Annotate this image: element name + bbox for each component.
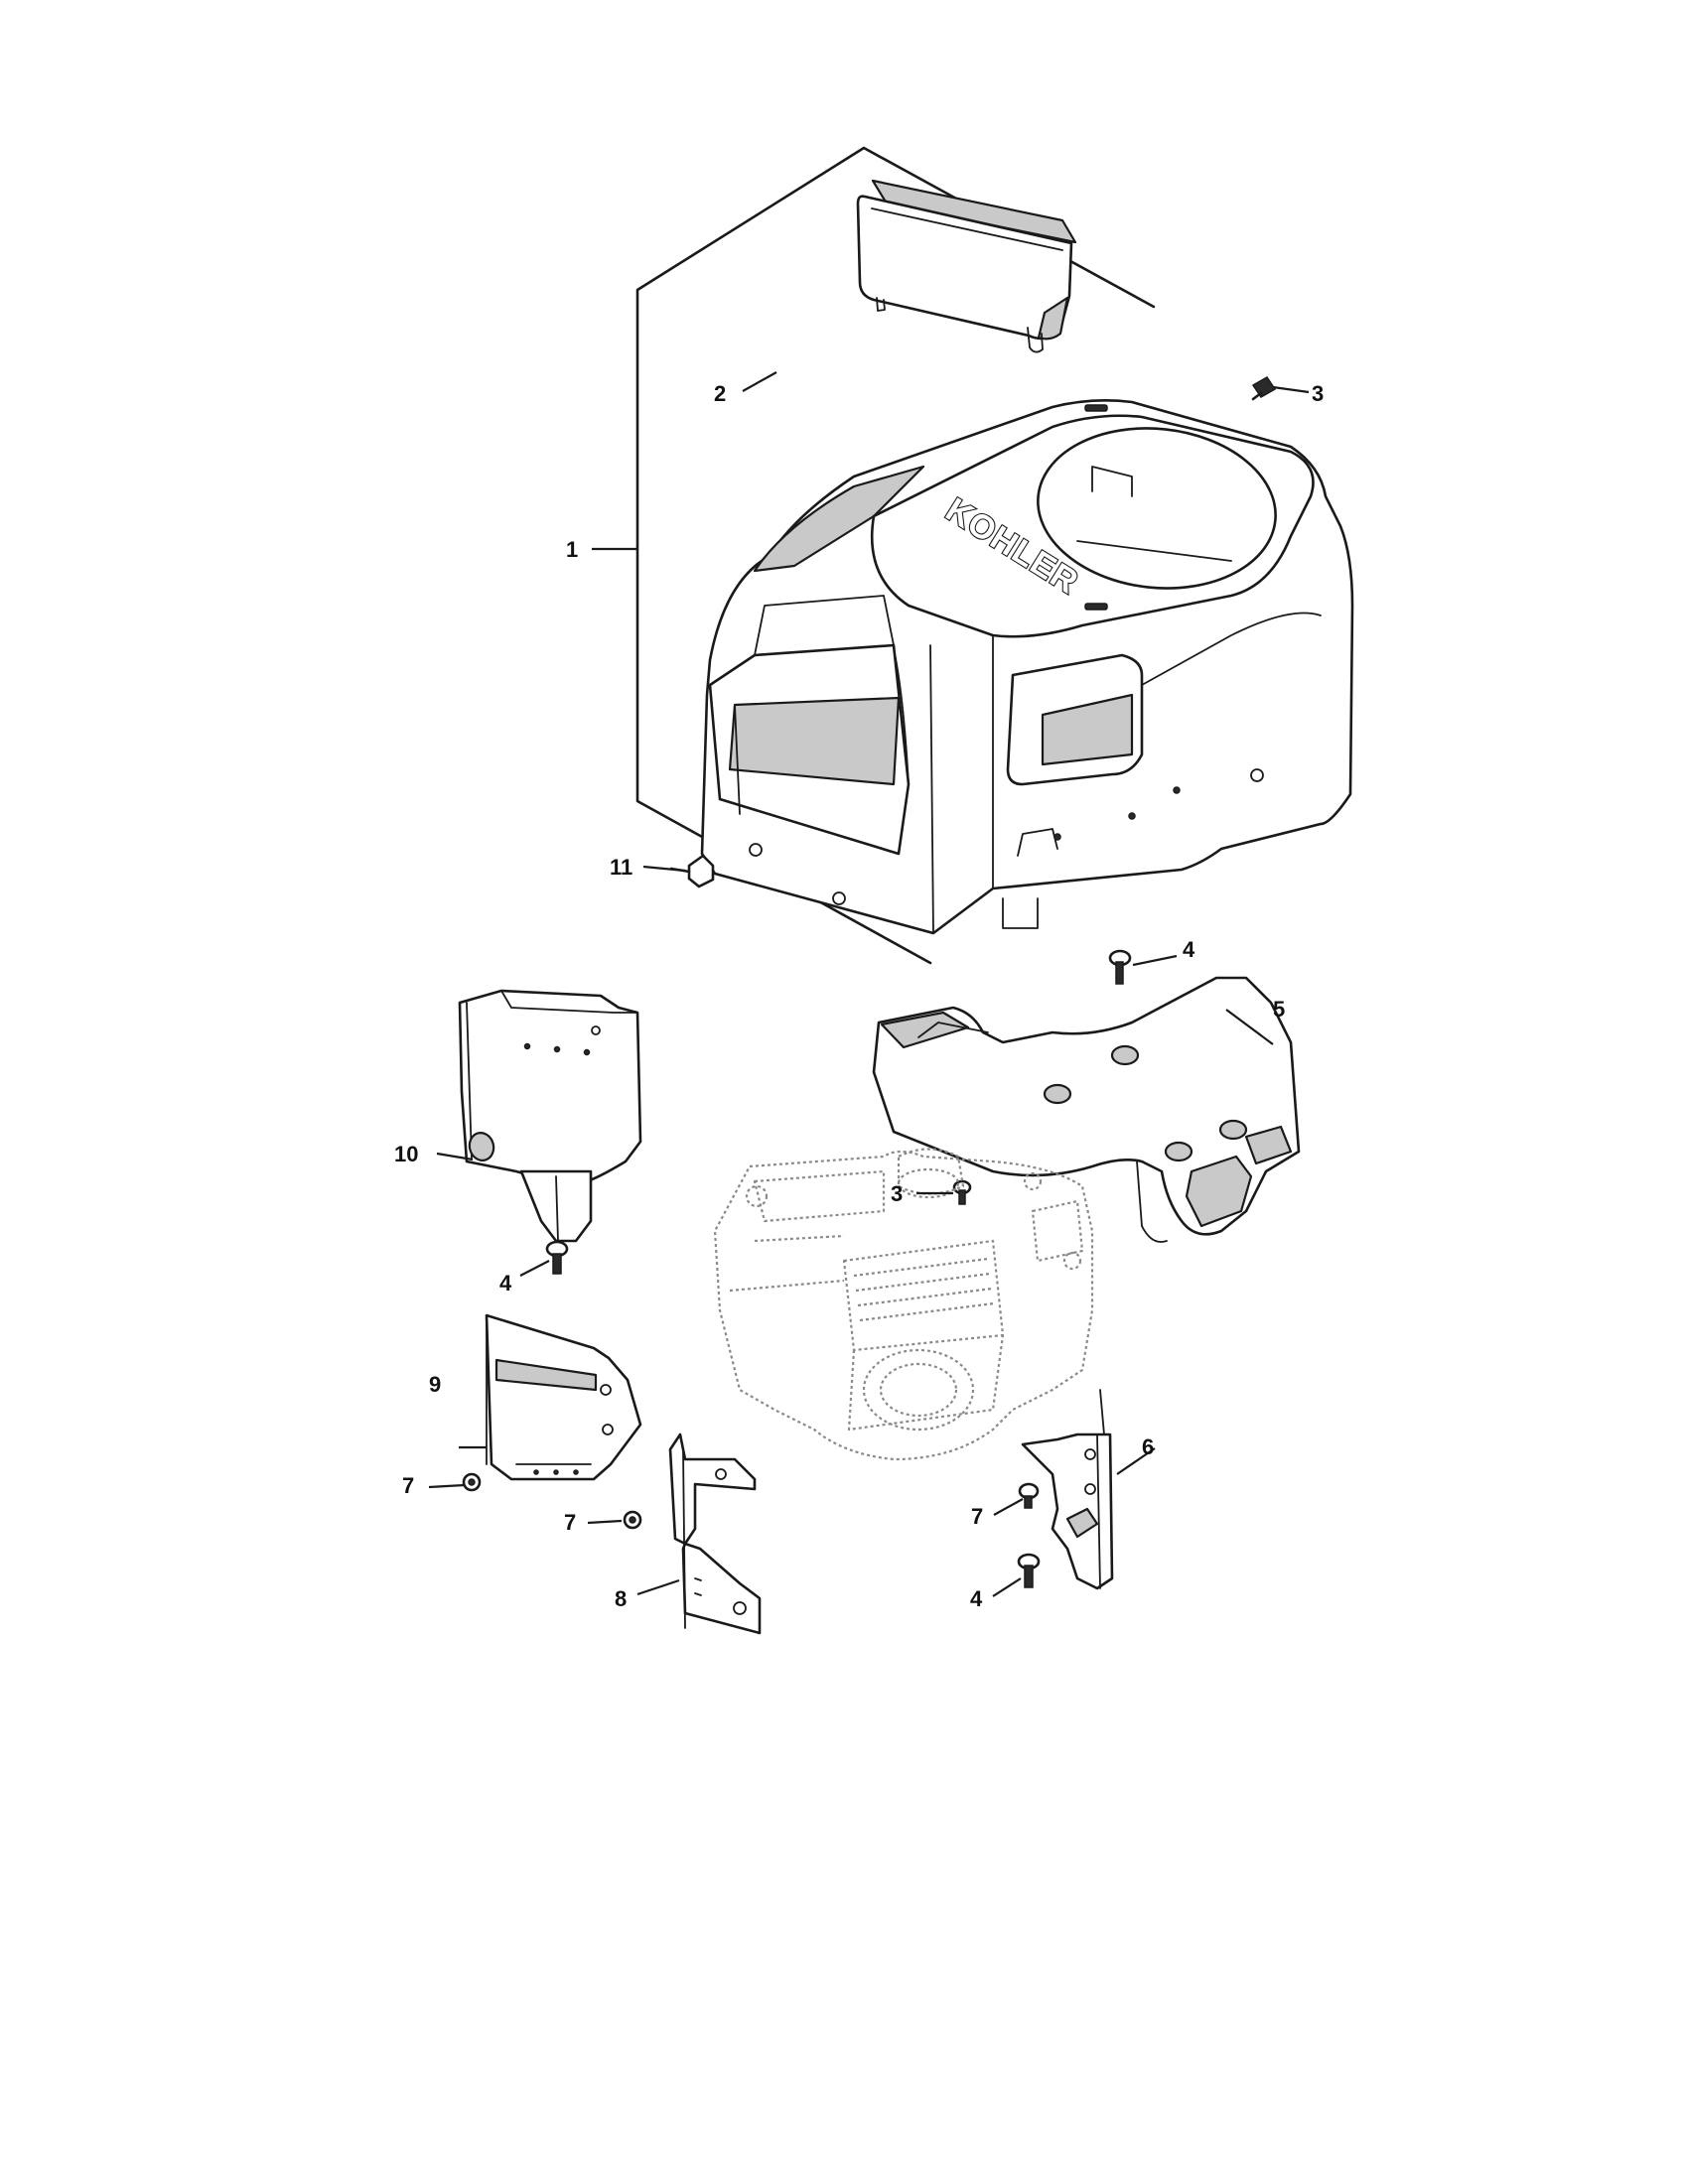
callout-8: 8 — [615, 1586, 627, 1611]
callout-1: 1 — [566, 537, 578, 562]
callout-4-top: 4 — [1183, 937, 1195, 962]
part-shroud: KOHLER — [700, 399, 1354, 935]
part-baffle-lower-left — [485, 1313, 642, 1481]
callout-10: 10 — [394, 1142, 418, 1166]
callout-2: 2 — [714, 381, 726, 406]
fastener-screw-center — [623, 1510, 642, 1530]
part-baffle-right — [1021, 1389, 1114, 1590]
part-cover — [856, 179, 1077, 353]
callout-4-left: 4 — [499, 1271, 512, 1296]
callout-7-left: 7 — [402, 1473, 414, 1498]
fastener-screw-right — [1018, 1482, 1040, 1509]
callout-3-mid: 3 — [891, 1181, 903, 1206]
callout-7-center: 7 — [564, 1510, 576, 1535]
part-baffle-upper-left — [458, 989, 642, 1243]
fastener-bolt-right — [1017, 1553, 1041, 1588]
leader-lines — [428, 371, 1310, 1597]
callout-9: 9 — [429, 1372, 441, 1397]
callout-11: 11 — [610, 855, 632, 880]
callout-6: 6 — [1142, 1434, 1154, 1459]
fastener-screw-left-low — [462, 1472, 482, 1492]
callout-3-top: 3 — [1312, 381, 1324, 406]
callout-labels: 1 2 3 11 4 5 3 10 4 9 7 7 8 6 7 4 — [394, 381, 1324, 1611]
part-baffle-lower-center — [668, 1433, 762, 1635]
callout-7-right: 7 — [971, 1504, 983, 1529]
callout-5: 5 — [1273, 997, 1285, 1022]
part-baffle-back — [872, 976, 1301, 1243]
fastener-screw-shroud — [669, 854, 715, 888]
engine-block-ghost — [713, 1148, 1094, 1461]
fastener-bolt-top — [1108, 949, 1132, 985]
fastener-bolt-left — [545, 1240, 569, 1275]
callout-4-right: 4 — [970, 1586, 983, 1611]
fastener-screw-top-right — [1251, 376, 1277, 401]
